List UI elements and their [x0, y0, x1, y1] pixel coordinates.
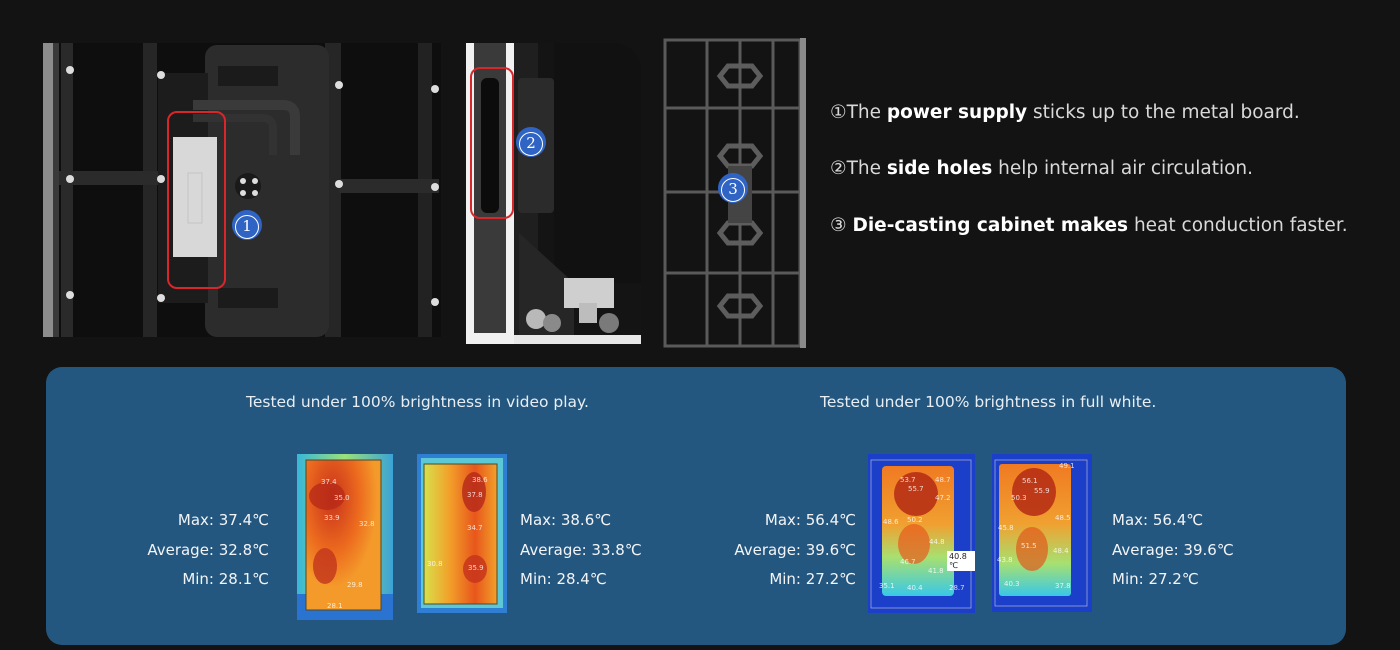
stats-video-left: Max: 37.4℃ Average: 32.8℃ Min: 28.1℃	[130, 506, 269, 595]
stat-average: Average: 39.6℃	[1112, 540, 1234, 559]
temp-point-label: 34.7	[467, 524, 483, 532]
temp-point-label: 37.8	[1055, 582, 1071, 590]
temperature-tooltip: 40.8 ℃	[947, 551, 975, 571]
temp-point-label: 55.9	[1034, 487, 1050, 495]
feature-highlight: side holes	[886, 158, 993, 179]
badge-1-icon: 1	[232, 210, 262, 240]
temp-point-label: 43.8	[997, 556, 1013, 564]
stat-max: Max: 56.4℃	[764, 511, 856, 529]
thermal-image-white-2: 49.1 56.1 55.9 50.3 48.5 45.8 51.5 48.4 …	[992, 454, 1092, 612]
feature-prefix: ①The	[830, 102, 887, 123]
stat-max: Max: 37.4℃	[177, 511, 269, 529]
power-supply-highlight	[167, 111, 226, 289]
side-holes-highlight	[470, 67, 514, 219]
die-casting-cabinet-photo: 3	[660, 28, 806, 356]
cabinet-side-illustration	[464, 43, 641, 344]
temp-point-label: 40.4	[907, 584, 923, 592]
heatmap-graphic	[297, 454, 393, 620]
thermal-image-video-2: 38.6 37.8 34.7 35.9 30.8	[417, 454, 507, 613]
heatmap-graphic	[992, 454, 1092, 612]
temp-point-label: 37.4	[321, 478, 337, 486]
feature-highlight: Die-casting cabinet makes	[852, 215, 1129, 236]
temp-point-label: 50.2	[907, 516, 923, 524]
temp-point-label: 51.5	[1021, 542, 1037, 550]
stats-white-left: Max: 56.4℃ Average: 39.6℃ Min: 27.2℃	[715, 506, 856, 595]
temp-point-label: 41.8	[928, 567, 944, 575]
temp-point-label: 29.8	[347, 581, 363, 589]
stat-average: Average: 32.8℃	[147, 540, 269, 559]
stat-max: Max: 38.6℃	[520, 511, 612, 529]
stat-min: Min: 28.4℃	[520, 570, 607, 588]
stat-min: Min: 27.2℃	[769, 570, 856, 588]
stat-average: Average: 33.8℃	[520, 540, 642, 559]
badge-2-icon: 2	[516, 127, 546, 157]
temp-point-label: 50.3	[1011, 494, 1027, 502]
feature-power-supply: ①The power supply sticks up to the metal…	[830, 102, 1300, 123]
temp-point-label: 32.8	[359, 520, 375, 528]
temp-point-label: 48.6	[883, 518, 899, 526]
temp-point-label: 44.8	[929, 538, 945, 546]
test-title-video-play: Tested under 100% brightness in video pl…	[246, 393, 589, 411]
temp-point-label: 35.1	[879, 582, 895, 590]
temp-point-label: 55.7	[908, 485, 924, 493]
heatmap-graphic	[868, 454, 975, 613]
temp-point-label: 28.1	[327, 602, 343, 610]
side-holes-photo: 2	[464, 43, 641, 344]
temp-point-label: 28.7	[949, 584, 965, 592]
stat-max: Max: 56.4℃	[1112, 511, 1204, 529]
feature-text: help internal air circulation.	[992, 158, 1254, 179]
feature-text: heat conduction faster.	[1128, 215, 1348, 236]
thermal-image-white-1: 53.7 55.7 48.7 47.2 48.6 50.2 44.8 46.7 …	[868, 454, 975, 613]
badge-3-icon: 3	[718, 173, 748, 203]
feature-prefix: ③	[830, 215, 853, 236]
feature-die-casting: ③ Die-casting cabinet makes heat conduct…	[830, 215, 1348, 236]
power-supply-photo: 1	[43, 43, 441, 337]
heatmap-graphic	[417, 454, 507, 613]
feature-text: sticks up to the metal board.	[1027, 102, 1300, 123]
test-title-full-white: Tested under 100% brightness in full whi…	[820, 393, 1157, 411]
stat-min: Min: 27.2℃	[1112, 570, 1199, 588]
temp-point-label: 30.8	[427, 560, 443, 568]
stat-average: Average: 39.6℃	[734, 540, 856, 559]
temp-point-label: 48.5	[1055, 514, 1071, 522]
thermal-image-video-1: 37.4 35.0 33.9 32.8 29.8 28.1	[297, 454, 393, 620]
temp-point-label: 47.2	[935, 494, 951, 502]
temp-point-label: 56.1	[1022, 477, 1038, 485]
temp-point-label: 40.3	[1004, 580, 1020, 588]
temp-point-label: 35.0	[334, 494, 350, 502]
temp-point-label: 46.7	[900, 558, 916, 566]
stats-video-right: Max: 38.6℃ Average: 33.8℃ Min: 28.4℃	[520, 506, 642, 595]
stat-min: Min: 28.1℃	[182, 570, 269, 588]
temp-point-label: 37.8	[467, 491, 483, 499]
feature-side-holes: ②The side holes help internal air circul…	[830, 158, 1253, 179]
temp-point-label: 48.4	[1053, 547, 1069, 555]
feature-highlight: power supply	[886, 102, 1028, 123]
temp-point-label: 33.9	[324, 514, 340, 522]
temp-point-label: 38.6	[472, 476, 488, 484]
temp-point-label: 49.1	[1059, 462, 1075, 470]
temp-point-label: 45.8	[998, 524, 1014, 532]
temp-point-label: 48.7	[935, 476, 951, 484]
feature-prefix: ②The	[830, 158, 887, 179]
cabinet-back-illustration	[43, 43, 441, 337]
temp-point-label: 35.9	[468, 564, 484, 572]
thermal-test-panel	[46, 367, 1346, 645]
stats-white-right: Max: 56.4℃ Average: 39.6℃ Min: 27.2℃	[1112, 506, 1234, 595]
temp-point-label: 53.7	[900, 476, 916, 484]
